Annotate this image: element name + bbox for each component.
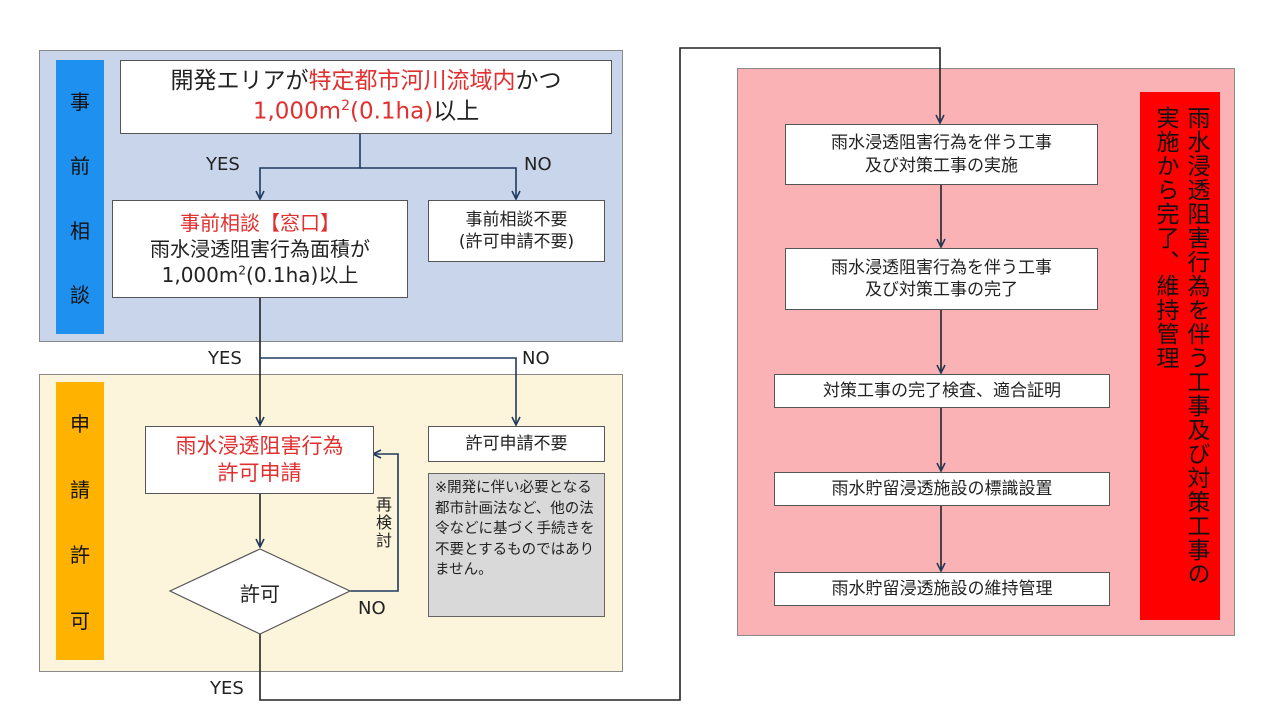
no-consultation-box: 事前相談不要 (許可申請不要): [428, 200, 605, 262]
step-1-line-2: 及び対策工事の実施: [865, 155, 1018, 176]
consult-title: 事前相談【窓口】: [180, 211, 340, 235]
yes-label-3: YES: [210, 678, 244, 699]
start-area-suffix: 以上: [433, 98, 480, 125]
yes-label-1: YES: [206, 154, 240, 175]
tag-char: 可: [70, 608, 90, 633]
decision-label: 許可: [240, 582, 280, 606]
step-2-line-2: 及び対策工事の完了: [865, 280, 1018, 300]
arrow-yes-1: [260, 134, 361, 198]
construction-tag-text: 雨水浸透阻害行為を伴う工事及び対策工事の実施から完了、維持管理: [1152, 106, 1210, 586]
step-construction-start: 雨水浸透阻害行為を伴う工事 及び対策工事の実施: [785, 124, 1098, 185]
step-3-text: 対策工事の完了検査、適合証明: [823, 380, 1061, 401]
arrow-to-construction: [259, 47, 940, 701]
step-4-text: 雨水貯留浸透施設の標識設置: [831, 478, 1053, 499]
no-consult-line-1: 事前相談不要: [465, 209, 568, 230]
arrow-recheck: [350, 454, 399, 592]
step-1-line-1: 雨水浸透阻害行為を伴う工事: [831, 133, 1052, 154]
tag-char: 談: [70, 283, 90, 308]
arrow-no-2: [260, 357, 516, 424]
consult-area-suffix: (0.1ha)以上: [246, 263, 359, 287]
construction-tag: 雨水浸透阻害行為を伴う工事及び対策工事の実施から完了、維持管理: [1140, 92, 1220, 620]
consult-area-value: 1,000m: [161, 263, 239, 287]
no-label-3: NO: [358, 598, 386, 619]
pre-consultation-box: 事前相談【窓口】 雨水浸透阻害行為面積が 1,000m2(0.1ha)以上: [112, 200, 408, 298]
application-line-1: 雨水浸透阻害行為: [175, 433, 344, 458]
yes-label-2: YES: [208, 348, 242, 369]
tag-char: 前: [70, 154, 90, 179]
consult-line-2: 雨水浸透阻害行為面積が: [150, 237, 370, 261]
note-text: ※開発に伴い必要となる都市計画法など、他の法令などに基づく手続きを不要とするもの…: [435, 480, 595, 579]
start-text-b: 特定都市河川流域内: [308, 67, 516, 94]
application-line-2: 許可申請: [217, 461, 302, 485]
start-area-ha: (0.1ha): [349, 98, 434, 125]
step-sign-installation: 雨水貯留浸透施設の標識設置: [774, 472, 1110, 506]
no-label-2: NO: [522, 348, 550, 369]
tag-char: 許: [70, 543, 90, 568]
tag-char: 事: [70, 89, 90, 114]
start-text-c: かつ: [515, 67, 562, 94]
step-2-line-1: 雨水浸透阻害行為を伴う工事: [831, 257, 1052, 278]
pre-consultation-tag: 事 前 相 談: [56, 60, 104, 334]
tag-char: 相: [70, 218, 90, 243]
no-permit-text: 許可申請不要: [465, 433, 568, 454]
consult-area-exp: 2: [238, 263, 247, 278]
no-consult-line-2: (許可申請不要): [458, 232, 575, 252]
step-inspection: 対策工事の完了検査、適合証明: [774, 374, 1110, 408]
permit-application-box: 雨水浸透阻害行為 許可申請: [145, 426, 374, 494]
tag-char: 請: [70, 477, 90, 502]
note-box: ※開発に伴い必要となる都市計画法など、他の法令などに基づく手続きを不要とするもの…: [428, 473, 605, 617]
start-area-value: 1,000m: [252, 98, 342, 125]
recheck-label: 再検討: [376, 495, 393, 550]
decision-diamond: [168, 548, 352, 635]
start-text-a: 開発エリアが: [170, 67, 309, 94]
step-maintenance: 雨水貯留浸透施設の維持管理: [774, 572, 1110, 606]
tag-char: 申: [70, 412, 90, 437]
step-construction-complete: 雨水浸透阻害行為を伴う工事 及び対策工事の完了: [785, 248, 1098, 310]
start-area-exp: 2: [341, 97, 350, 114]
application-permit-tag: 申 請 許 可: [56, 382, 104, 660]
start-condition-box: 開発エリアが特定都市河川流域内かつ 1,000m2(0.1ha)以上: [120, 60, 612, 134]
step-5-text: 雨水貯留浸透施設の維持管理: [831, 578, 1053, 599]
no-permit-box: 許可申請不要: [428, 426, 605, 462]
no-label-1: NO: [524, 154, 552, 175]
arrow-no-1: [360, 167, 516, 198]
